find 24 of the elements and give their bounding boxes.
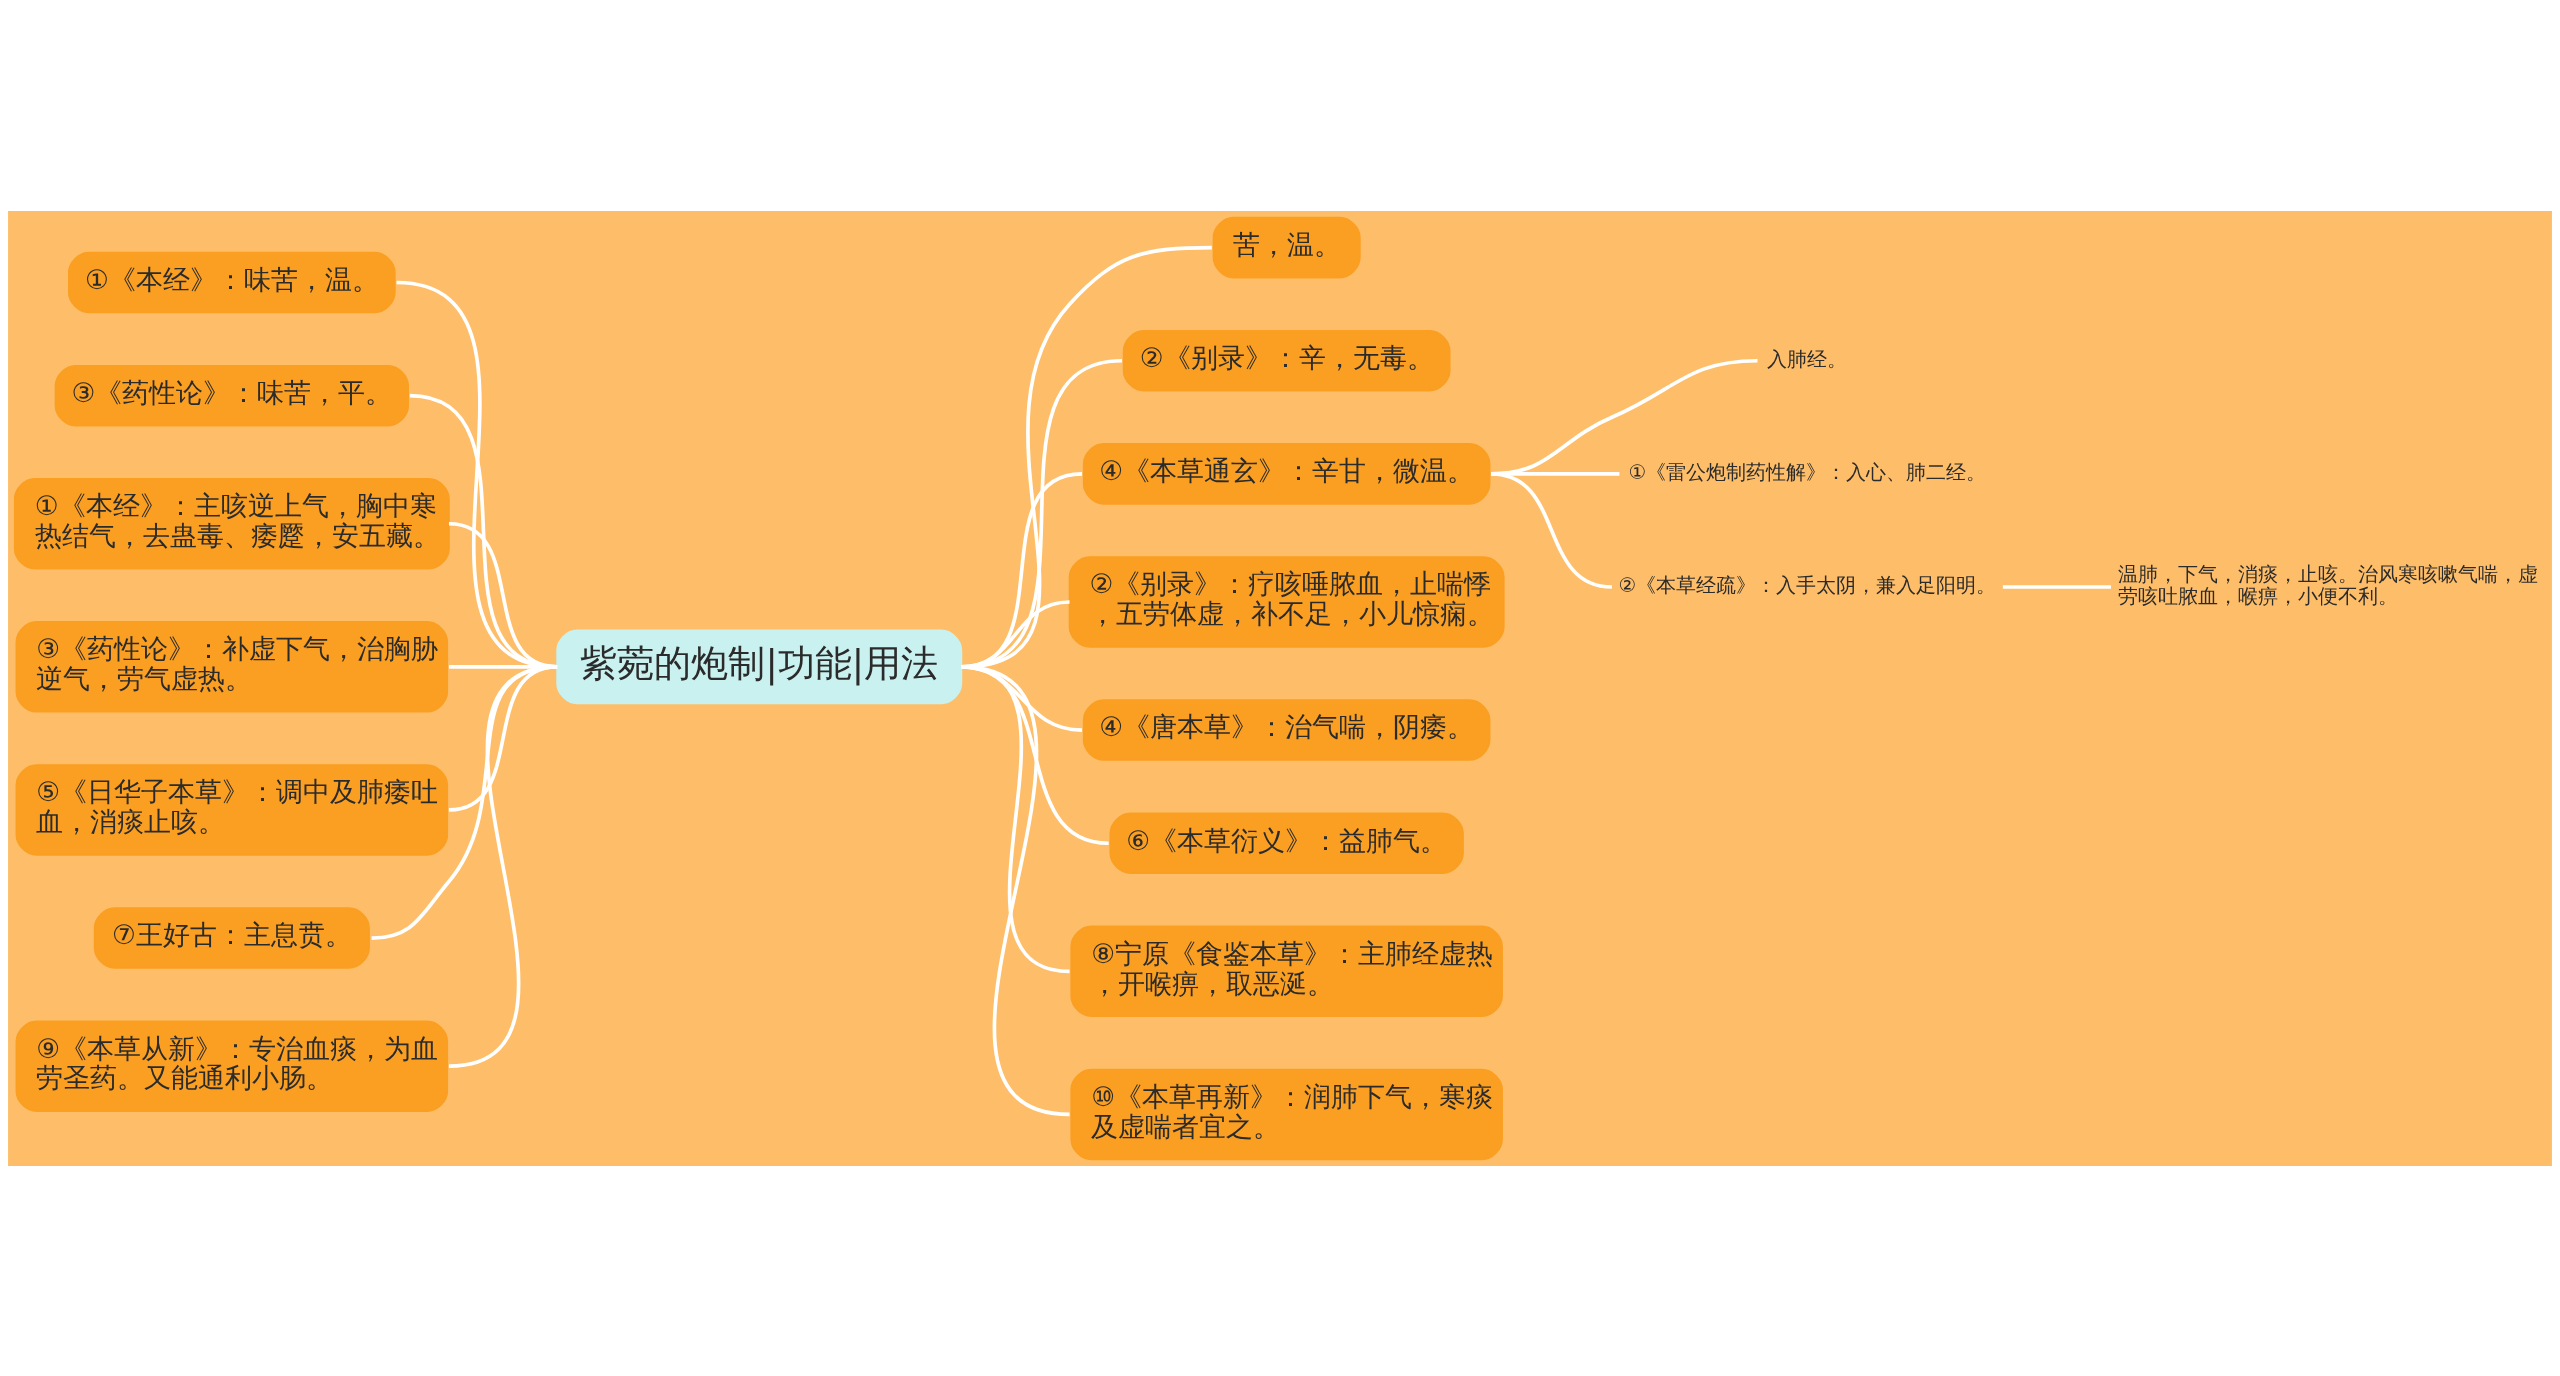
- node-box: ④《唐本草》：治气喘，阴痿。: [1082, 698, 1491, 761]
- node-box: ①《本经》：主咳逆上气，胸中寒热结气，去蛊毒、痿蹷，安五藏。: [13, 477, 450, 570]
- node-text: ①《雷公炮制药性解》：入心、肺二经。: [1628, 459, 1987, 484]
- node-box: ⑧宁原《食鉴本草》：主肺经虚热，开喉痹，取恶涎。: [1070, 925, 1503, 1017]
- node-box: ⑩《本草再新》：润肺下气，寒痰及虚喘者宜之。: [1070, 1068, 1503, 1160]
- connector: [961, 664, 1070, 1116]
- node-box: ⑤《日华子本草》：调中及肺痿吐血，消痰止咳。: [15, 763, 449, 856]
- node-box: ④《本草通玄》：辛甘，微温。: [1082, 442, 1491, 505]
- node-box: ②《别录》：疗咳唾脓血，止喘悸，五劳体虚，补不足，小儿惊痫。: [1068, 555, 1505, 648]
- node-box: ③《药性论》：补虚下气，治胸胁逆气，劳气虚热。: [15, 620, 449, 713]
- node-box: ⑥《本草衍义》：益肺气。: [1109, 811, 1464, 874]
- node-text: 温肺，下气，消痰，止咳。治风寒咳嗽气喘，虚劳咳吐脓血，喉痹，小便不利。: [2117, 561, 2538, 608]
- node-box: ①《本经》：味苦，温。: [67, 251, 396, 313]
- node-box: 紫菀的炮制|功能|用法: [556, 628, 963, 704]
- node-text: ②《本草经疏》：入手太阴，兼入足阳明。: [1618, 572, 1997, 597]
- connector: [1491, 471, 1613, 589]
- node-box: ②《别录》：辛，无毒。: [1122, 329, 1451, 391]
- node-box: ⑦王好古：主息贲。: [93, 906, 370, 969]
- node-box: ③《药性论》：味苦，平。: [54, 364, 409, 426]
- node-box: ⑨《本草从新》：专治血痰，为血劳圣药。又能通利小肠。: [15, 1019, 449, 1112]
- connector: [448, 664, 558, 1068]
- node-box: 苦，温。: [1212, 216, 1361, 278]
- node-text: 入肺经。: [1767, 346, 1848, 371]
- connector: [2002, 584, 2112, 589]
